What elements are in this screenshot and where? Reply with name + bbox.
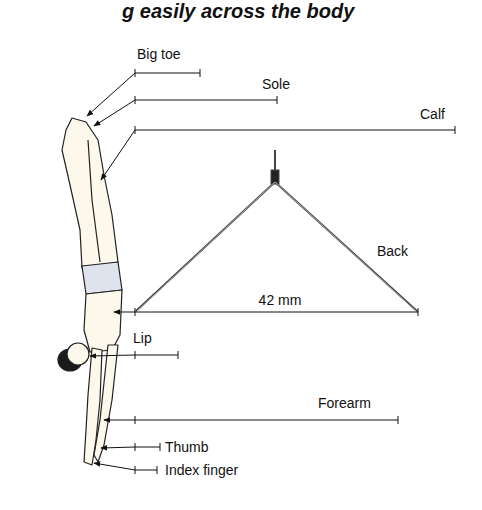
part-label: Thumb [165, 439, 209, 456]
handstand-figure [58, 118, 122, 465]
part-label: Sole [262, 76, 290, 93]
caliper [135, 150, 418, 312]
part-label: 42 mm [259, 292, 302, 309]
part-label: Lip [133, 330, 152, 347]
part-label: Index finger [165, 462, 238, 479]
part-label: Calf [420, 106, 445, 123]
part-label: Back [377, 243, 408, 260]
distance-bars [135, 69, 455, 474]
part-label: Big toe [137, 46, 181, 63]
title: g easily across the body [122, 0, 354, 22]
leader-arrows [87, 73, 135, 470]
part-label: Forearm [318, 395, 371, 412]
